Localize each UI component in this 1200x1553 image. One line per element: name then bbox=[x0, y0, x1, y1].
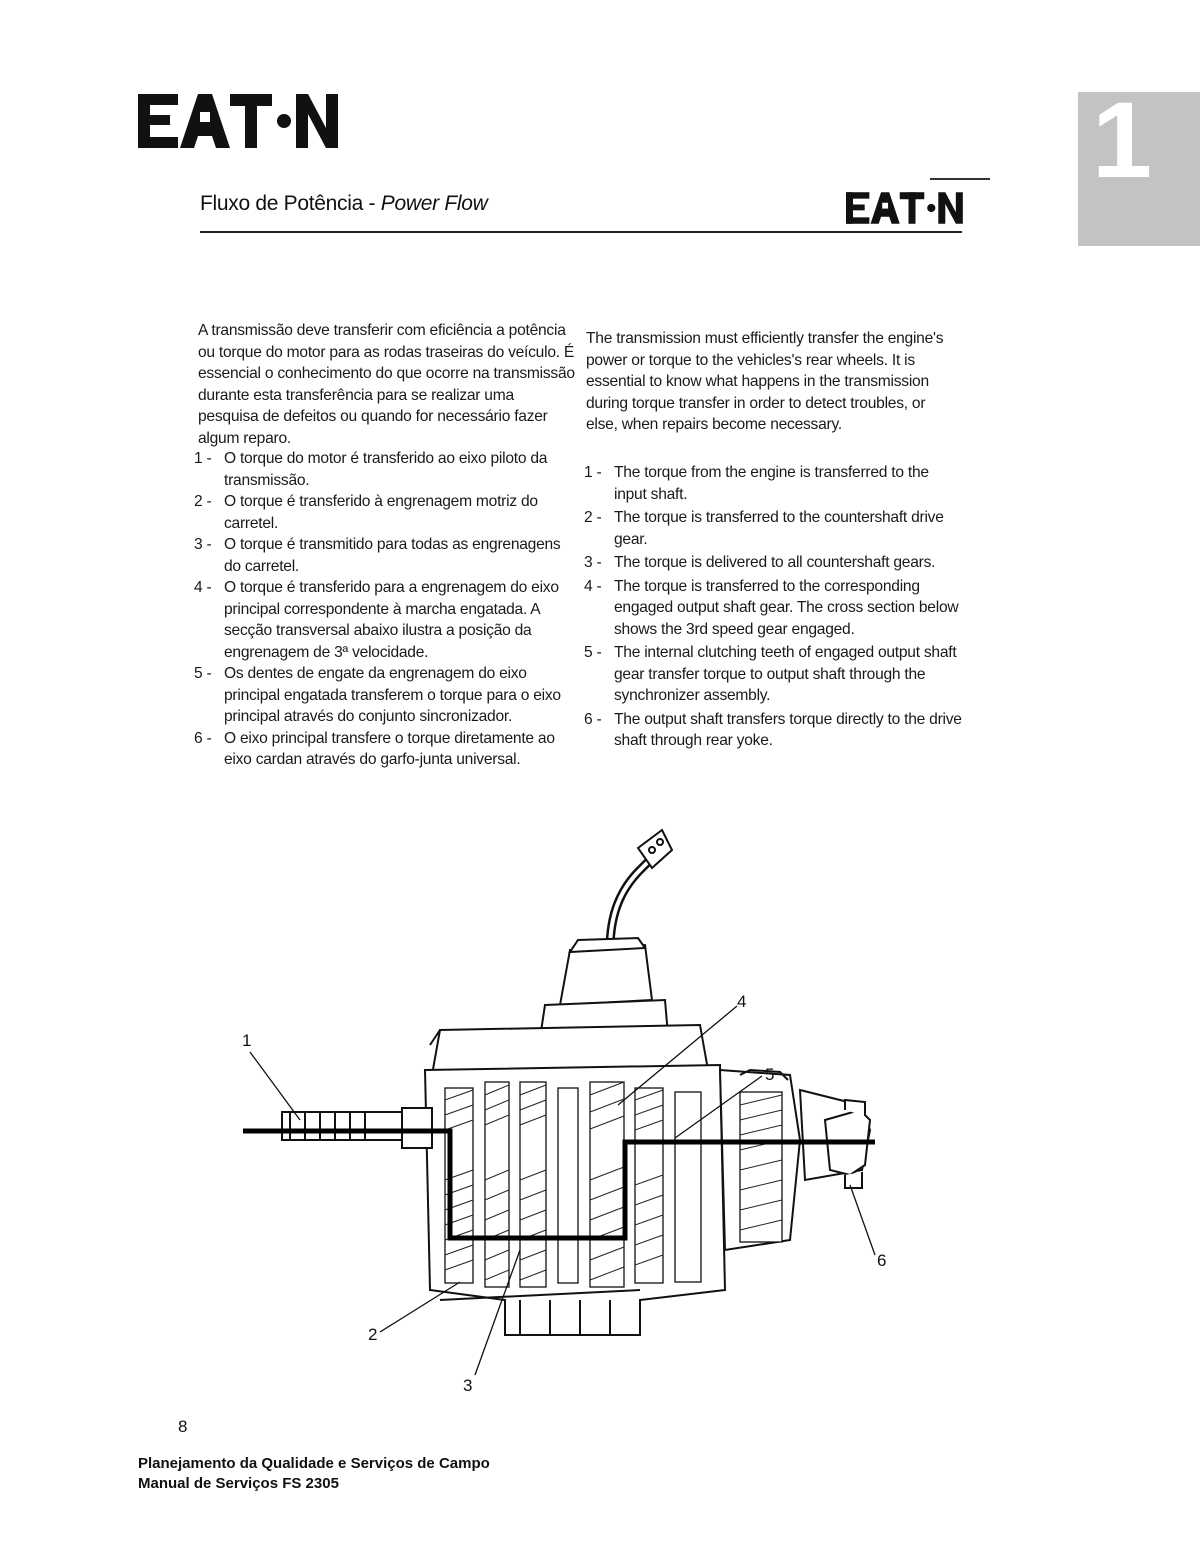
step-number: 4 - bbox=[584, 577, 602, 595]
step-number: 5 - bbox=[584, 644, 602, 661]
countershaft-gears bbox=[444, 1081, 783, 1288]
intro-portuguese: A transmissão deve transferir com eficiê… bbox=[198, 322, 575, 447]
title-english: Power Flow bbox=[380, 192, 488, 215]
step-number: 5 - bbox=[194, 665, 212, 682]
power-flow-path bbox=[243, 1128, 875, 1241]
eaton-logo-small bbox=[846, 192, 963, 224]
title-portuguese: Fluxo de Potência - bbox=[200, 192, 381, 215]
header-rule bbox=[200, 231, 962, 233]
step-text: The internal clutching teeth of engaged … bbox=[614, 644, 957, 704]
list-item: 1 - The torque from the engine is transfe… bbox=[584, 462, 962, 505]
callout-3: 3 bbox=[463, 1376, 472, 1395]
chapter-tab: 1 bbox=[1078, 86, 1200, 246]
step-text: O eixo principal transfere o torque dire… bbox=[224, 729, 555, 769]
step-text: The output shaft transfers torque direct… bbox=[614, 710, 962, 750]
step-text: O torque é transferido à engrenagem motr… bbox=[224, 493, 538, 532]
step-number: 1 - bbox=[194, 450, 212, 467]
callout-6: 6 bbox=[877, 1251, 886, 1270]
step-text: The torque is transferred to the counter… bbox=[614, 509, 944, 548]
step-number: 2 - bbox=[194, 493, 212, 510]
step-number: 4 - bbox=[194, 579, 212, 596]
step-text: O torque do motor é transferido ao eixo … bbox=[224, 450, 548, 489]
callout-2: 2 bbox=[368, 1325, 377, 1344]
step-text: The torque is delivered to all countersh… bbox=[614, 554, 936, 571]
page-title: Fluxo de Potência - Power Flow bbox=[200, 192, 488, 216]
step-number: 6 - bbox=[194, 729, 212, 747]
gear-teeth-hatching bbox=[444, 1081, 783, 1281]
list-item: 2 - The torque is transferred to the coun… bbox=[584, 507, 962, 550]
list-item: 4 - The torque is transferred to the corr… bbox=[584, 576, 962, 641]
step-number: 3 - bbox=[584, 554, 602, 571]
list-item: 2 - O torque é transferido à engrenagem m… bbox=[194, 491, 570, 534]
list-item: 5 - Os dentes de engate da engrenagem do … bbox=[194, 663, 570, 728]
list-item: 6 - The output shaft transfers torque dir… bbox=[584, 709, 962, 752]
steps-english: 1 - The torque from the engine is transfe… bbox=[584, 462, 962, 754]
step-number: 6 - bbox=[584, 710, 602, 728]
step-text: The torque from the engine is transferre… bbox=[614, 464, 929, 503]
chapter-number: 1 bbox=[1092, 79, 1153, 200]
transmission-cutaway-diagram: 1 2 3 4 5 6 bbox=[242, 828, 886, 1395]
eaton-logo bbox=[138, 94, 338, 148]
step-text: Os dentes de engate da engrenagem do eix… bbox=[224, 665, 561, 725]
list-item: 3 - O torque é transmitido para todas as … bbox=[194, 534, 570, 577]
footer-manual: Manual de Serviços FS 2305 bbox=[138, 1475, 339, 1492]
steps-portuguese: 1 - O torque do motor é transferido ao ei… bbox=[194, 448, 570, 771]
callout-4: 4 bbox=[737, 992, 746, 1011]
step-text: The torque is transferred to the corresp… bbox=[614, 577, 959, 638]
step-number: 2 - bbox=[584, 509, 602, 526]
intro-english: The transmission must efficiently transf… bbox=[586, 330, 944, 433]
callout-leaders bbox=[249, 1005, 876, 1376]
list-item: 1 - O torque do motor é transferido ao ei… bbox=[194, 448, 570, 491]
callout-1: 1 bbox=[242, 1031, 251, 1050]
header-top-rule bbox=[930, 178, 990, 180]
list-item: 6 - O eixo principal transfere o torque d… bbox=[194, 728, 570, 771]
step-text: O torque é transmitido para todas as eng… bbox=[224, 536, 561, 575]
list-item: 4 - O torque é transferido para a engrena… bbox=[194, 577, 570, 663]
page-number: 8 bbox=[178, 1417, 188, 1436]
step-number: 3 - bbox=[194, 536, 212, 553]
step-text: O torque é transferido para a engrenagem… bbox=[224, 579, 559, 661]
footer-department: Planejamento da Qualidade e Serviços de … bbox=[138, 1455, 490, 1472]
callout-5: 5 bbox=[765, 1065, 774, 1084]
list-item: 3 - The torque is delivered to all counte… bbox=[584, 552, 962, 574]
list-item: 5 - The internal clutching teeth of engag… bbox=[584, 642, 962, 707]
step-number: 1 - bbox=[584, 464, 602, 481]
